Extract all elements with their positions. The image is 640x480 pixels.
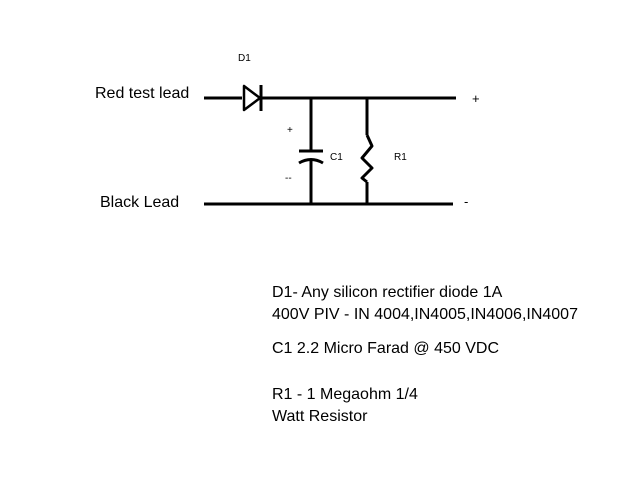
black-lead-label: Black Lead: [100, 194, 180, 211]
capacitor-c1-label: C1: [330, 152, 343, 163]
capacitor-c1-plate-curved: [298, 158, 324, 165]
negative-terminal-label: -: [464, 194, 469, 209]
note-d1-line-2: 400V PIV - IN 4004,IN4005,IN4006,IN4007: [272, 306, 578, 323]
notes-spacer: [272, 360, 578, 384]
notes-spacer: [272, 326, 578, 338]
diode-d1-symbol: [242, 84, 262, 112]
note-d1-line-1: D1- Any silicon rectifier diode 1A: [272, 284, 503, 301]
note-r1-line-1: R1 - 1 Megaohm 1/4: [272, 386, 418, 403]
capacitor-plus-label: +: [287, 125, 293, 136]
positive-terminal-label: +: [472, 91, 480, 106]
resistor-r1-label: R1: [394, 152, 407, 163]
resistor-r1-zigzag: [360, 134, 374, 184]
capacitor-minus-label: --: [285, 173, 292, 184]
note-c1: C1 2.2 Micro Farad @ 450 VDC: [272, 340, 499, 357]
component-notes: D1- Any silicon rectifier diode 1A 400V …: [272, 282, 578, 428]
note-r1-line-2: Watt Resistor: [272, 408, 368, 425]
red-lead-label: Red test lead: [95, 85, 190, 102]
diode-d1-label: D1: [238, 53, 251, 64]
